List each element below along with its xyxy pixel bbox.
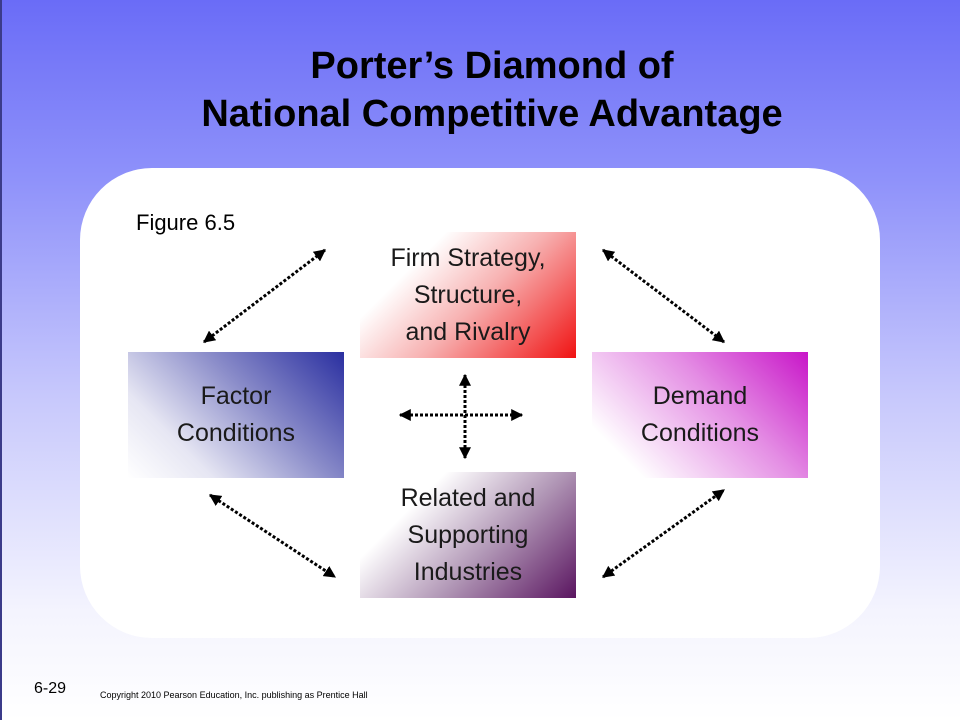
demand-conditions-box: Demand Conditions [592,352,808,478]
slide-number: 6-29 [34,680,67,697]
title-line-1: Porter’s Diamond of [310,45,674,87]
factor-conditions-label: Factor Conditions [176,382,296,447]
demand-conditions-label: Demand Conditions [640,382,760,447]
firm-strategy-label: Firm Strategy, Structure, and Rivalry [390,243,546,346]
figure-label: Figure 6.5 [136,210,236,235]
firm-strategy-box: Firm Strategy, Structure, and Rivalry [360,232,576,358]
related-industries-label: Related and Supporting Industries [400,483,536,586]
factor-conditions-box: Factor Conditions [128,352,344,478]
slide-left-border [0,0,2,720]
related-industries-box: Related and Supporting Industries [360,472,576,598]
title-line-2: National Competitive Advantage [201,93,783,135]
copyright-notice: Copyright 2010 Pearson Education, Inc. p… [100,690,368,700]
slide-title: Porter’s Diamond of National Competitive… [0,42,960,138]
